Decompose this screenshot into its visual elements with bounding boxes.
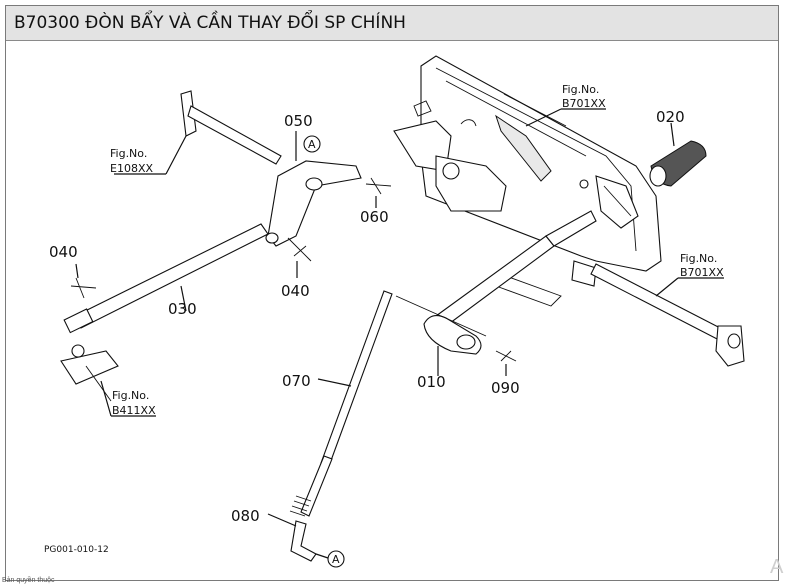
part-label-080: 080: [231, 507, 260, 525]
cotter-pin-090: [495, 350, 517, 376]
cotter-pin-040-left: [70, 263, 97, 299]
part-label-010: 010: [417, 373, 446, 391]
page-code: PG001-010-12: [44, 545, 109, 555]
lever-050: [180, 90, 362, 247]
pivot-pin-right: [590, 263, 745, 367]
footer-copyright: Bản quyền thuộc: [2, 577, 55, 584]
figref-b701-top-code: B701XX: [562, 97, 606, 110]
marker-a-top-letter: A: [308, 138, 316, 151]
knob-020: [649, 122, 707, 187]
part-label-090: 090: [491, 379, 520, 397]
part-label-040-mid: 040: [281, 282, 310, 300]
page-header: B70300 ĐÒN BẨY VÀ CẦN THAY ĐỔI SP CHÍNH: [6, 6, 778, 41]
figref-b411-code: B411XX: [112, 404, 156, 417]
figref-leaders: [100, 108, 724, 417]
part-label-050: 050: [284, 112, 313, 130]
exploded-parts-diagram: 050 020 040 030 040 060 070 010 090 080 …: [44, 55, 745, 568]
figref-b701-right-code: B701XX: [680, 266, 724, 279]
rod-070: [300, 290, 393, 517]
part-label-060: 060: [360, 208, 389, 226]
corner-watermark: A: [770, 556, 784, 578]
cotter-pin-060: [365, 177, 392, 208]
frame-bracket: [393, 55, 662, 307]
page-title: B70300 ĐÒN BẨY VÀ CẦN THAY ĐỔI SP CHÍNH: [14, 13, 406, 33]
rod-030: [63, 223, 269, 334]
figref-e108-label: Fig.No.: [110, 147, 147, 160]
spring-080: [267, 495, 317, 562]
figref-b701-top-label: Fig.No.: [562, 83, 599, 96]
shift-lever-010: [395, 210, 597, 376]
marker-a-bottom-letter: A: [332, 553, 340, 566]
part-label-030: 030: [168, 300, 197, 318]
part-label-020: 020: [656, 108, 685, 126]
figref-b411-label: Fig.No.: [112, 389, 149, 402]
part-label-070: 070: [282, 372, 311, 390]
part-label-040-left: 040: [49, 243, 78, 261]
figref-b701-right-label: Fig.No.: [680, 252, 717, 265]
diagram-frame: B70300 ĐÒN BẨY VÀ CẦN THAY ĐỔI SP CHÍNH: [5, 5, 779, 581]
cotter-pin-040-mid: [287, 237, 312, 278]
marker-a-bottom: A: [315, 550, 345, 568]
figref-e108-code: E108XX: [110, 162, 153, 175]
fork-joint: [60, 344, 119, 402]
marker-a-top: A: [303, 135, 321, 153]
